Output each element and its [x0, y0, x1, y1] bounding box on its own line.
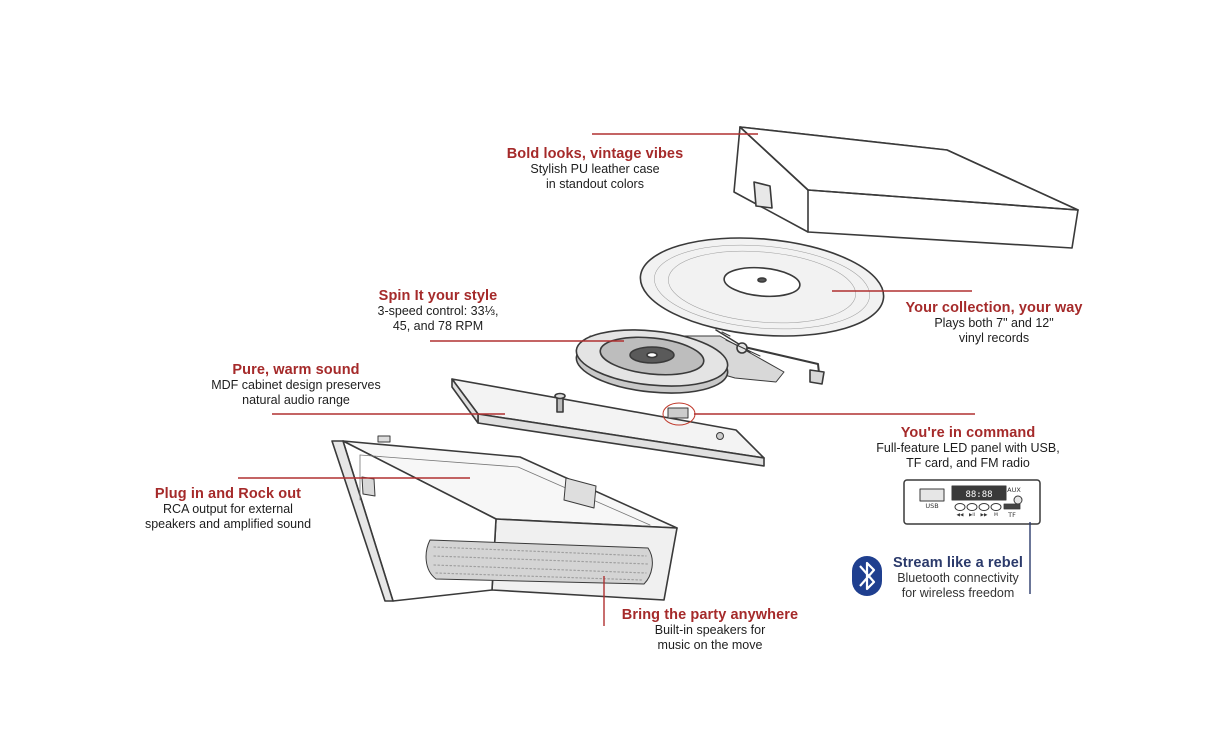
- callout-party-title: Bring the party anywhere: [621, 607, 799, 623]
- next-button-label: ▶▶: [981, 513, 988, 518]
- callout-rca-line-2: speakers and amplified sound: [144, 517, 312, 531]
- aux-port-label: AUX: [1007, 486, 1021, 494]
- callout-case: Bold looks, vintage vibes Stylish PU lea…: [480, 147, 710, 192]
- callout-case-title: Bold looks, vintage vibes: [506, 146, 684, 162]
- base-cabinet: [331, 435, 678, 602]
- callout-sound-line-2: natural audio range: [242, 393, 350, 407]
- callout-rca-title: Plug in and Rock out: [154, 486, 302, 502]
- callout-sound-title: Pure, warm sound: [232, 362, 360, 378]
- callout-records: Your collection, your way Plays both 7" …: [880, 301, 1108, 346]
- callout-command-line-1: Full-feature LED panel with USB,: [876, 441, 1060, 455]
- callout-case-line-1: Stylish PU leather case: [530, 162, 660, 176]
- vinyl-record: [639, 237, 885, 337]
- usb-port-label: USB: [925, 502, 938, 510]
- callout-rca-line-1: RCA output for external: [163, 502, 293, 516]
- callout-bluetooth-title: Stream like a rebel: [892, 555, 1024, 571]
- callout-party-line-1: Built-in speakers for: [654, 623, 766, 637]
- mdf-plate: [451, 378, 765, 467]
- callout-command-line-2: TF card, and FM radio: [906, 456, 1030, 470]
- callout-speed-line-1: 3-speed control: 33⅓,: [377, 304, 499, 318]
- prev-button-label: ◀◀: [957, 513, 964, 518]
- callout-bluetooth: Stream like a rebel Bluetooth connectivi…: [878, 556, 1038, 601]
- callout-command: You're in command Full-feature LED panel…: [842, 426, 1094, 471]
- bluetooth-icon: [852, 556, 882, 596]
- led-display: 88:88: [965, 490, 992, 500]
- callout-case-line-2: in standout colors: [546, 177, 644, 191]
- led-panel: [903, 479, 1041, 525]
- play-button-label: ▶II: [969, 512, 975, 518]
- callout-records-line-1: Plays both 7" and 12": [934, 316, 1054, 330]
- callout-records-title: Your collection, your way: [905, 300, 1083, 316]
- callout-bluetooth-line-1: Bluetooth connectivity: [897, 571, 1019, 585]
- turntable-mechanism: [575, 329, 825, 394]
- callout-party: Bring the party anywhere Built-in speake…: [598, 608, 822, 653]
- callout-sound: Pure, warm sound MDF cabinet design pres…: [178, 363, 414, 408]
- tf-slot-label: TF: [1007, 511, 1016, 519]
- case-lid: [733, 126, 1079, 249]
- callout-speed-title: Spin It your style: [378, 288, 498, 304]
- callout-records-line-2: vinyl records: [958, 331, 1030, 345]
- callout-speed-line-2: 45, and 78 RPM: [392, 319, 484, 333]
- callout-rca: Plug in and Rock out RCA output for exte…: [118, 487, 338, 532]
- latch-icon: [753, 181, 773, 209]
- callout-command-title: You're in command: [900, 425, 1036, 441]
- callout-speed: Spin It your style 3-speed control: 33⅓,…: [338, 289, 538, 334]
- mode-button-label: M: [994, 512, 998, 518]
- callout-bluetooth-line-2: for wireless freedom: [901, 586, 1015, 600]
- callout-party-line-2: music on the move: [657, 638, 763, 652]
- callout-sound-line-1: MDF cabinet design preserves: [211, 378, 381, 392]
